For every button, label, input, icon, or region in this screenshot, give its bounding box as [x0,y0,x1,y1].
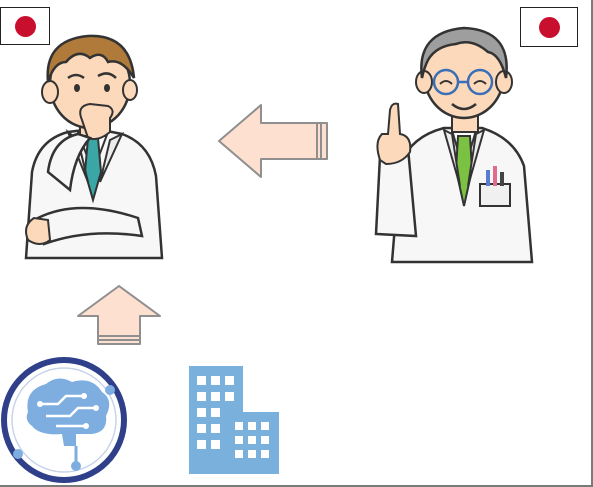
arrow-up-icon [77,285,161,345]
japan-flag-icon [538,16,560,38]
japan-flag-icon [14,15,36,37]
japan-flag-right [520,7,578,47]
ai-brain-icon [1,357,127,483]
senior-doctor-pointing-icon [374,26,534,264]
office-building-icon [189,366,279,474]
thinking-doctor-icon [24,34,164,260]
japan-flag-left [0,7,50,45]
arrow-left-icon [218,104,328,178]
